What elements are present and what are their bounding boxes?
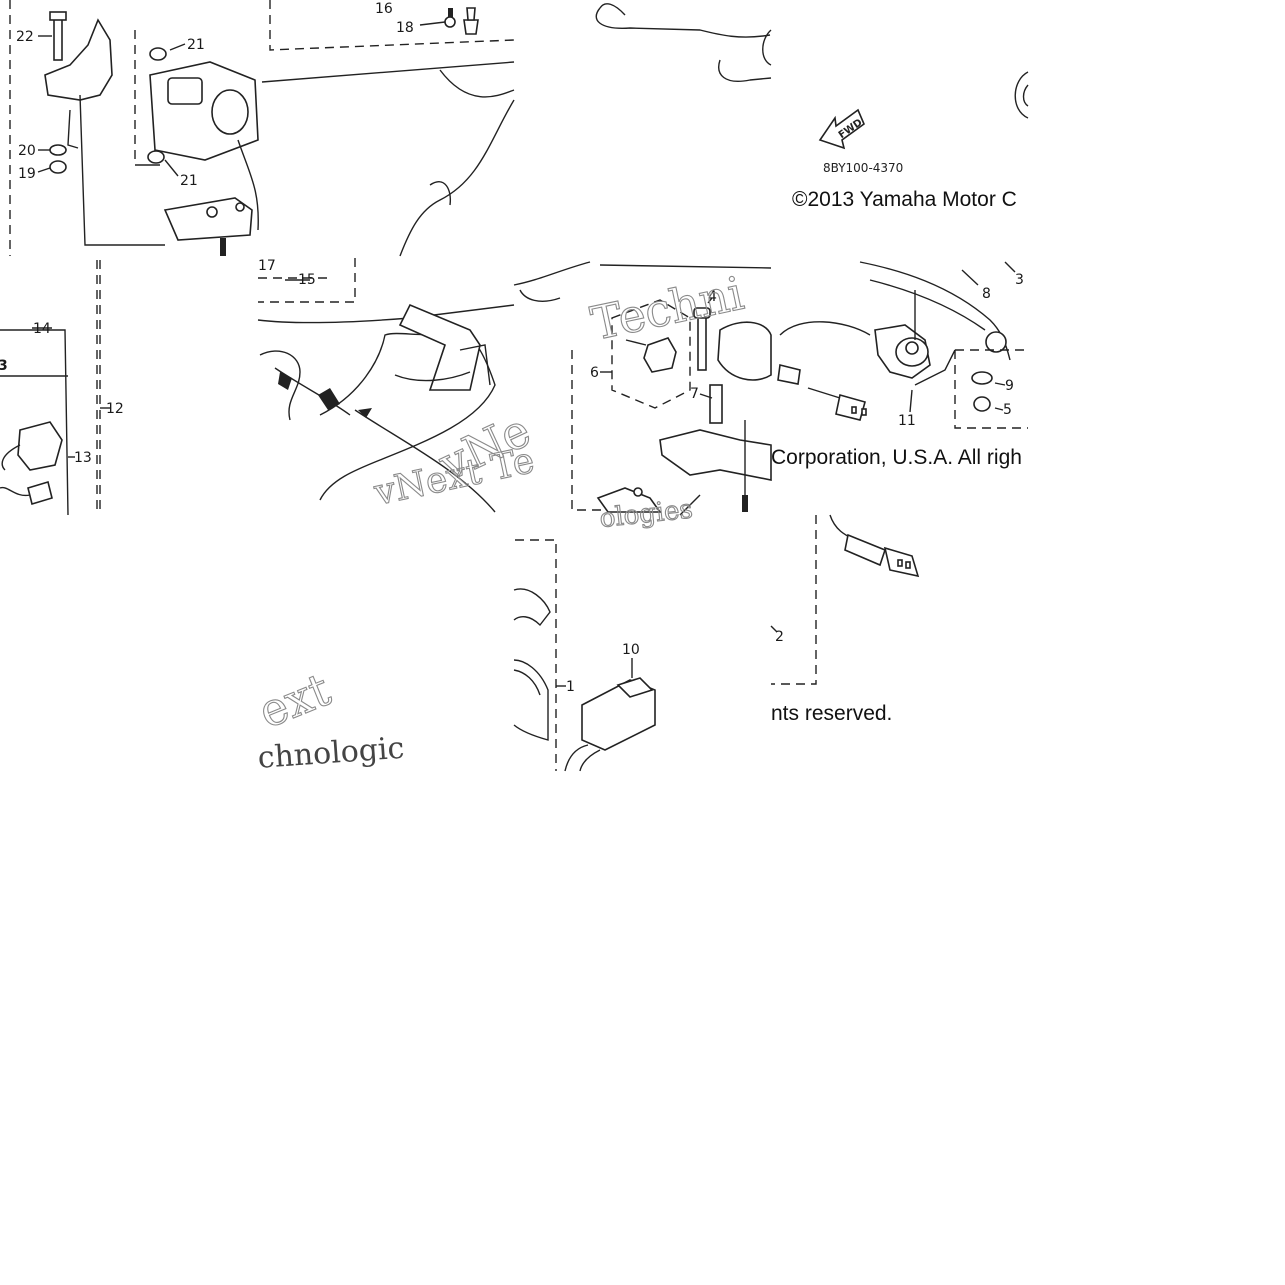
copyright-line-1: ©2013 Yamaha Motor C (792, 188, 1017, 211)
callout-20: 20 (18, 143, 36, 159)
callout-12: 12 (106, 401, 124, 417)
tile-harness: 3 14 12 13 (0, 260, 124, 516)
callout-17: 17 (258, 258, 276, 274)
callout-16: 16 (375, 1, 393, 17)
tile-hull-bolts: 16 18 (261, 0, 515, 257)
callout-15: 15 (298, 272, 316, 288)
tile-mount-bracket: 4 6 7 Techni ologies (513, 261, 772, 535)
callout-19: 19 (18, 166, 36, 182)
callout-7: 7 (690, 386, 699, 402)
tile-unit-10: 10 1 (513, 539, 656, 772)
callout-9: 9 (1005, 378, 1014, 394)
copyright-line-2: Corporation, U.S.A. All righ (771, 446, 1022, 469)
watermark-chnologic: chnologic (257, 731, 406, 776)
copyright-line-3: nts reserved. (771, 702, 892, 725)
callout-1: 1 (566, 679, 575, 695)
callout-2: 2 (775, 629, 784, 645)
svg-text:3: 3 (0, 358, 8, 374)
tile-watermark-fragment: ext chnologic (250, 661, 406, 776)
watermark-ext: ext (251, 662, 338, 739)
callout-13: 13 (74, 450, 92, 466)
part-code: 8BY100-4370 (823, 161, 903, 175)
tile-hull-curves (595, 3, 772, 82)
callout-14: 14 (33, 321, 51, 337)
tile-lever-sensor: 8 3 9 5 11 Corporation, U.S.A. All righ (771, 261, 1028, 469)
callout-8: 8 (982, 286, 991, 302)
callout-10: 10 (622, 642, 640, 658)
tile-seat-cable: vNext Te vNe 17 15 (257, 258, 539, 515)
callout-6: 6 (590, 365, 599, 381)
callout-21-top: 21 (187, 37, 205, 53)
tile-switch-box: 22 21 20 19 21 (9, 0, 259, 256)
tile-fwd-copyright: FWD 8BY100-4370 ©2013 Yamaha Motor C (792, 71, 1029, 211)
callout-11: 11 (898, 413, 916, 429)
callout-18: 18 (396, 20, 414, 36)
callout-22: 22 (16, 29, 34, 45)
fwd-arrow-icon (818, 108, 865, 150)
callout-3: 3 (1015, 272, 1024, 288)
tile-connector: 2 nts reserved. (770, 514, 920, 725)
callout-5: 5 (1003, 402, 1012, 418)
callout-4: 4 (708, 289, 717, 305)
callout-21-bottom: 21 (180, 173, 198, 189)
